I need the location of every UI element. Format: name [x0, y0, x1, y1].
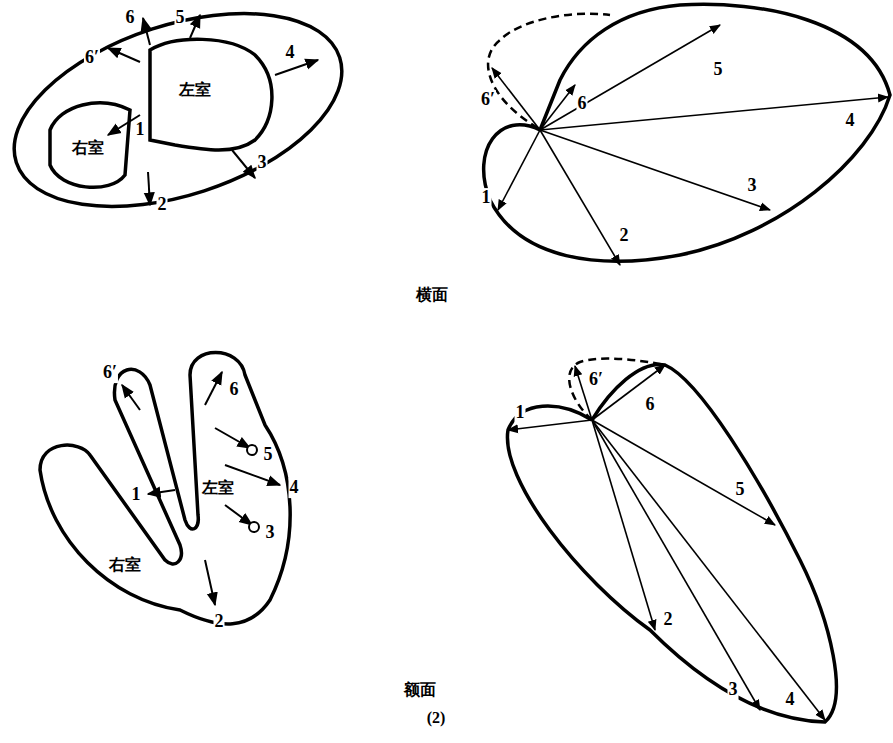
- callout-number: 2: [619, 226, 630, 246]
- callout-number: 6: [645, 395, 656, 415]
- plane-title: 额面: [403, 681, 437, 699]
- callout-number: 6′: [480, 90, 496, 110]
- callout-number: 5: [713, 60, 724, 80]
- callout-number: 4: [785, 690, 796, 710]
- callout-number: 3: [257, 153, 268, 173]
- callout-number: 3: [265, 523, 276, 543]
- callout-number: 6: [229, 380, 240, 400]
- frontal-vector-loop: [507, 359, 836, 722]
- electrode-probe: [247, 445, 259, 532]
- chamber-label: 右室: [108, 556, 142, 574]
- frontal-vectors: [122, 372, 280, 605]
- chamber-label: 左室: [201, 479, 235, 497]
- callout-number: 1: [515, 403, 526, 423]
- callout-number: 1: [135, 120, 146, 140]
- transverse-vectors: [108, 15, 318, 205]
- callout-number: 2: [157, 195, 168, 215]
- callout-number: 1: [481, 188, 492, 208]
- callout-number: 2: [214, 612, 225, 632]
- callout-number: 6: [125, 8, 136, 28]
- chamber-label: 左室: [178, 81, 212, 99]
- callout-number: 6′: [102, 363, 118, 383]
- callout-number: 4: [285, 43, 296, 63]
- callout-number: 5: [175, 8, 186, 28]
- callout-number: 5: [263, 445, 274, 465]
- plane-title: 横面: [415, 286, 449, 304]
- transverse-loop-vectors: [492, 25, 888, 265]
- heart-frontal-section: [40, 353, 290, 624]
- callout-number: 4: [289, 478, 300, 498]
- callout-number: 6′: [588, 370, 604, 390]
- callout-number: 6′: [84, 48, 100, 68]
- callout-number: 5: [735, 480, 746, 500]
- chamber-label: 右室: [71, 139, 105, 157]
- frontal-loop-vectors: [508, 365, 825, 720]
- callout-number: 4: [845, 111, 856, 131]
- transverse-vector-loop: [484, 4, 890, 261]
- callout-number: 3: [747, 176, 758, 196]
- callout-number: 3: [728, 680, 739, 700]
- callout-number: 2: [663, 610, 674, 630]
- callout-number: 6: [577, 94, 588, 114]
- figure-number: (2): [426, 709, 447, 727]
- callout-number: 1: [131, 485, 142, 505]
- heart-transverse-section: [0, 0, 366, 243]
